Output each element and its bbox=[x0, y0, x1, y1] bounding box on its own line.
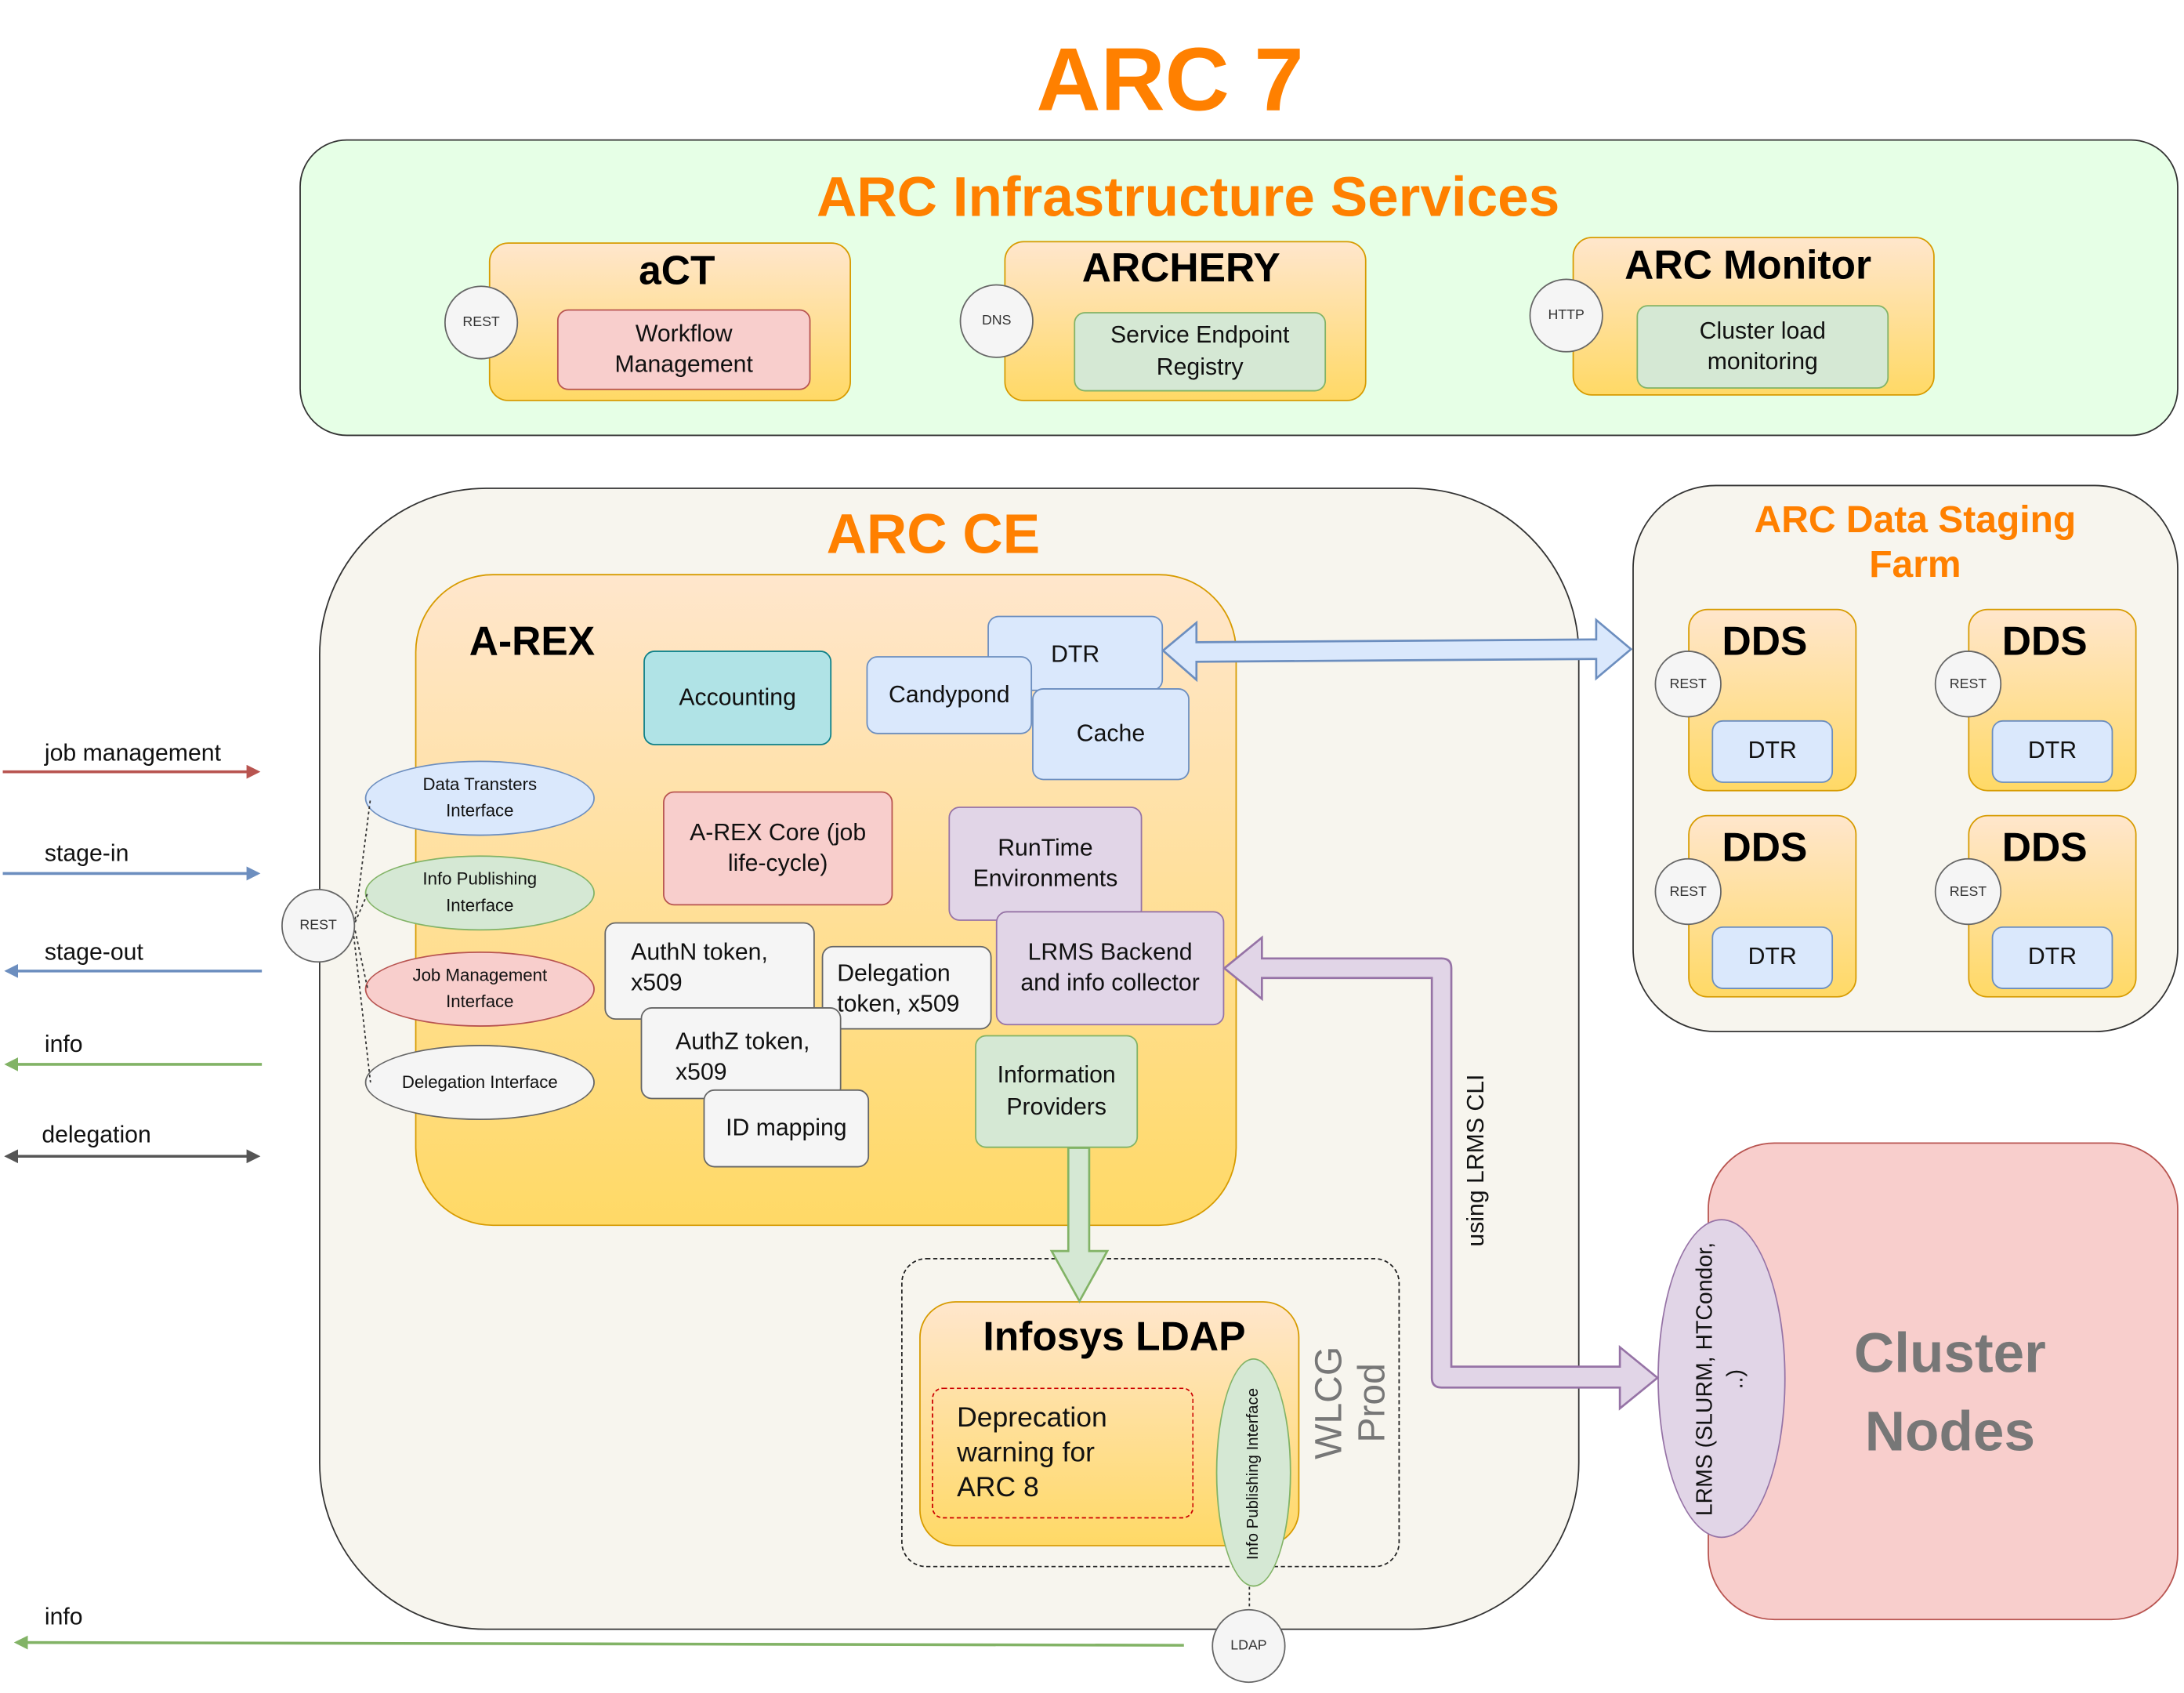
cluster-nodes-title: Cluster Nodes bbox=[1853, 1323, 2046, 1463]
job-management-interface[interactable]: Job Management Interface bbox=[364, 951, 595, 1027]
dtr-label: DTR bbox=[1051, 640, 1100, 668]
dds-dtr: DTR bbox=[1711, 926, 1834, 989]
lrms-backend: LRMS Backend and info collector bbox=[995, 911, 1225, 1026]
lrms-cli-arrow bbox=[1222, 935, 1660, 1411]
dds-dtr: DTR bbox=[1711, 720, 1834, 783]
legend-info-ldap: info bbox=[44, 1603, 83, 1630]
ldap-info-arrow bbox=[13, 1635, 1184, 1650]
dds-rest-port[interactable]: REST bbox=[1654, 857, 1722, 926]
legend-delegation: delegation bbox=[42, 1121, 151, 1148]
dds-rest-port[interactable]: REST bbox=[1934, 857, 2002, 926]
data-staging-title: ARC Data Staging Farm bbox=[1754, 498, 2077, 585]
arc-monitor-title: ARC Monitor bbox=[1624, 243, 1872, 288]
accounting: Accounting bbox=[643, 651, 832, 745]
delegation-token-label: Delegation token, x509 bbox=[837, 959, 960, 1017]
monitor-http-port[interactable]: HTTP bbox=[1529, 278, 1603, 353]
ldap-port[interactable]: LDAP bbox=[1212, 1608, 1286, 1684]
data-transfers-interface[interactable]: Data Transters Interface bbox=[364, 760, 595, 836]
arc-ce-title: ARC CE bbox=[826, 503, 1041, 565]
dds-rest-port[interactable]: REST bbox=[1934, 651, 2002, 718]
deprecation-warning bbox=[932, 1387, 1194, 1519]
runtime-environments: RunTime Environments bbox=[948, 807, 1143, 921]
rest-link-job-management bbox=[354, 930, 369, 990]
legend-info: info bbox=[44, 1031, 83, 1058]
dds-rest-port[interactable]: REST bbox=[1654, 651, 1722, 718]
dds-title: DDS bbox=[1722, 825, 1808, 870]
arex-core: A-REX Core (job life-cycle) bbox=[663, 791, 893, 906]
archery-dns-port[interactable]: DNS bbox=[959, 284, 1034, 358]
cluster-load-monitoring: Cluster load monitoring bbox=[1636, 305, 1889, 389]
info-publishing-interface[interactable]: Info Publishing Interface bbox=[364, 855, 595, 931]
workflow-management: Workflow Management bbox=[556, 309, 811, 390]
arex-title: A-REX bbox=[469, 619, 596, 664]
ce-rest-port[interactable]: REST bbox=[281, 888, 356, 963]
page-title: ARC 7 bbox=[1036, 29, 1304, 130]
infosys-title: Infosys LDAP bbox=[983, 1314, 1246, 1359]
deprecation-warning-text: Deprecation warning for ARC 8 bbox=[957, 1402, 1107, 1503]
ldap-info-publishing-interface[interactable] bbox=[1215, 1358, 1291, 1587]
legend-stage-in: stage-in bbox=[44, 839, 129, 867]
dtr-staging-arrow bbox=[1161, 618, 1633, 683]
dds-dtr: DTR bbox=[1991, 926, 2113, 989]
act-title: aCT bbox=[639, 248, 715, 294]
dds-dtr: DTR bbox=[1991, 720, 2113, 783]
delegation-interface[interactable]: Delegation Interface bbox=[364, 1045, 595, 1121]
archery-title: ARCHERY bbox=[1081, 245, 1280, 291]
service-endpoint-registry: Service Endpoint Registry bbox=[1074, 312, 1327, 392]
info-providers-to-infosys-arrow bbox=[1049, 1147, 1110, 1303]
authn: AuthN token, x509 bbox=[604, 922, 815, 1021]
dds-title: DDS bbox=[2001, 825, 2088, 870]
dds-title: DDS bbox=[1722, 619, 1808, 664]
infrastructure-title: ARC Infrastructure Services bbox=[816, 166, 1560, 228]
wlcg-prod-group bbox=[900, 1257, 1400, 1568]
candypond: Candypond bbox=[866, 656, 1033, 734]
rest-link-delegation bbox=[353, 936, 371, 1083]
authz: AuthZ token, x509 bbox=[640, 1007, 842, 1100]
lrms-ellipse bbox=[1657, 1219, 1786, 1539]
act-rest-port[interactable]: REST bbox=[444, 285, 519, 360]
information-providers: Information Providers bbox=[975, 1035, 1139, 1148]
legend-stage-out: stage-out bbox=[44, 938, 143, 966]
delegation-token: Delegation token, x509 bbox=[821, 945, 992, 1030]
legend-job-management: job management bbox=[44, 739, 221, 767]
rest-link-data-transfers bbox=[354, 798, 371, 920]
dds-title: DDS bbox=[2001, 619, 2088, 664]
authn-label: AuthN token, x509 bbox=[631, 938, 768, 997]
cache: Cache bbox=[1032, 688, 1190, 781]
id-mapping: ID mapping bbox=[703, 1089, 870, 1168]
cluster-nodes-panel bbox=[1708, 1142, 2179, 1621]
authz-label: AuthZ token, x509 bbox=[675, 1028, 810, 1086]
